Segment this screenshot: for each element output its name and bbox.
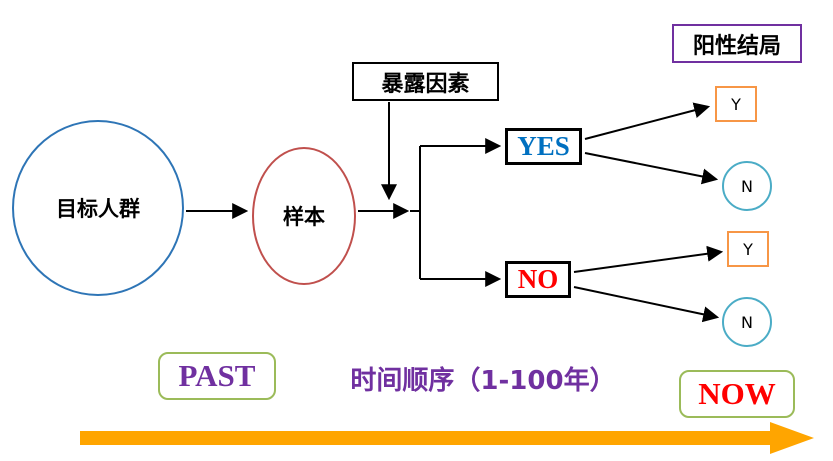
- arrow-yes-y: [584, 102, 711, 140]
- now-label: NOW: [698, 376, 776, 411]
- positive-outcome-header-box: 阳性结局: [672, 24, 802, 63]
- no-label: NO: [517, 264, 559, 294]
- yes-outcome-n-label: N: [741, 176, 753, 196]
- exposure-label: 暴露因素: [381, 71, 470, 97]
- yes-outcome-y-box: Y: [715, 86, 757, 122]
- exposed-no-box: NO: [505, 261, 571, 298]
- past-label: PAST: [178, 358, 256, 393]
- arrow-no-y: [573, 245, 724, 273]
- time-axis-arrow: [80, 422, 814, 454]
- no-outcome-n-circle: N: [722, 297, 772, 347]
- no-outcome-n-label: N: [741, 312, 753, 332]
- timeline-label: 时间顺序（1-100年）: [350, 365, 616, 396]
- yes-outcome-n-circle: N: [722, 161, 772, 211]
- outcome-header-label: 阳性结局: [692, 33, 781, 59]
- arrow-yes-n: [584, 152, 719, 185]
- exposed-yes-box: YES: [505, 128, 582, 165]
- exposure-factor-box: 暴露因素: [352, 62, 499, 101]
- now-box: NOW: [679, 370, 795, 418]
- yes-label: YES: [517, 131, 570, 161]
- population-label: 目标人群: [56, 197, 140, 221]
- past-box: PAST: [158, 352, 276, 400]
- no-outcome-y-box: Y: [727, 231, 769, 267]
- arrow-no-n: [573, 286, 720, 323]
- sample-ellipse: 样本: [252, 147, 356, 285]
- no-outcome-y-label: Y: [743, 239, 753, 259]
- yes-outcome-y-label: Y: [731, 94, 741, 114]
- population-circle: 目标人群: [12, 120, 184, 296]
- sample-label: 样本: [283, 205, 325, 229]
